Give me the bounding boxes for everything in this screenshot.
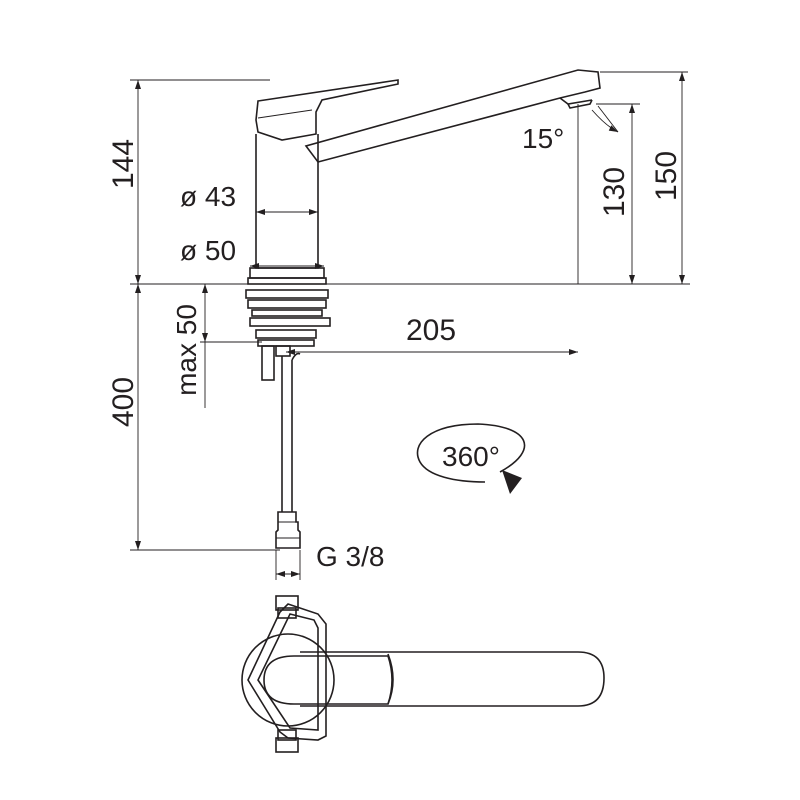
aerator xyxy=(567,99,593,109)
dim-top-height: 150 xyxy=(600,71,688,284)
dim-hose-length-label: 400 xyxy=(107,377,140,427)
lever-handle xyxy=(255,79,399,141)
dim-spout-reach-label: 205 xyxy=(406,314,456,347)
supply-hose xyxy=(281,352,301,512)
dim-height-total-label: 144 xyxy=(107,139,140,189)
dim-height-total: 144 xyxy=(107,79,270,284)
dim-outlet-height-label: 130 xyxy=(598,167,631,217)
dim-base-diameter: ø 50 xyxy=(180,235,324,269)
dim-deck-thickness: max 50 xyxy=(171,284,262,408)
lever-top xyxy=(263,655,393,705)
dim-spout-reach: 205 xyxy=(286,314,578,355)
dim-spout-angle: 15° xyxy=(522,104,619,284)
dim-body-diameter-label: ø 43 xyxy=(180,181,236,212)
dim-spout-angle-label: 15° xyxy=(522,123,564,154)
spout xyxy=(304,69,601,163)
dim-connection-thread: G 3/8 xyxy=(275,541,384,580)
dim-outlet-height: 130 xyxy=(596,103,640,284)
dim-deck-thickness-label: max 50 xyxy=(171,304,202,396)
mounting-bracket xyxy=(247,603,327,741)
faucet-top-view xyxy=(241,595,605,753)
rotation-arrow-icon xyxy=(416,423,526,483)
body-top xyxy=(241,633,335,727)
base-ring xyxy=(249,267,325,279)
rotation-label: 360° xyxy=(442,441,500,472)
faucet-side-view xyxy=(247,69,601,285)
under-deck-assembly xyxy=(245,289,331,549)
faucet-body xyxy=(255,134,319,269)
dim-base-diameter-label: ø 50 xyxy=(180,235,236,266)
hose-nut xyxy=(275,511,301,549)
dim-body-diameter: ø 43 xyxy=(180,181,318,215)
dim-top-height-label: 150 xyxy=(650,151,683,201)
dim-hose-length: 400 xyxy=(107,284,280,551)
rotation-indicator: 360° xyxy=(416,423,526,494)
spout-top xyxy=(300,651,605,707)
dim-connection-thread-label: G 3/8 xyxy=(316,541,384,572)
